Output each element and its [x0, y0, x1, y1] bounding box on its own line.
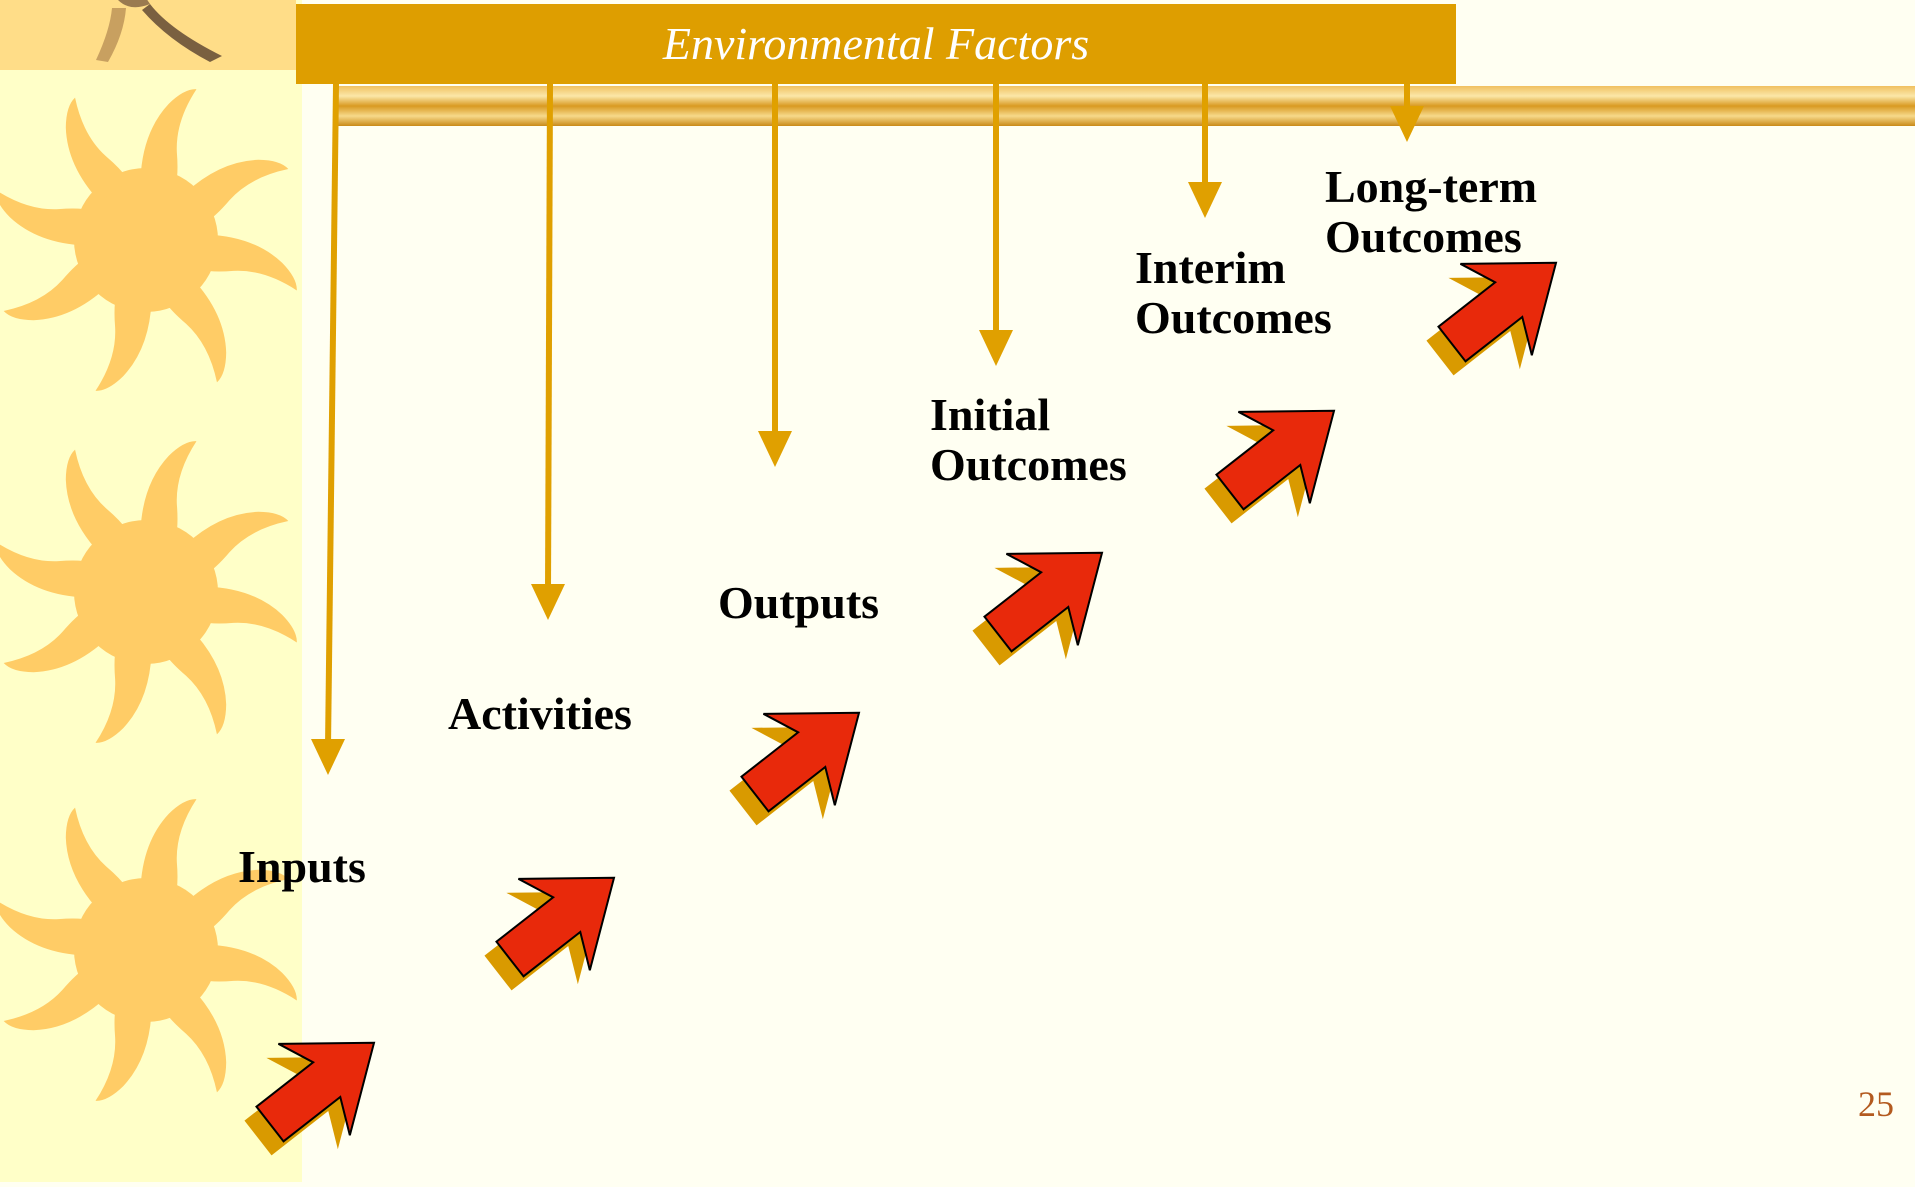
diagonal-arrow-icon	[729, 711, 861, 826]
connector-arrow	[1390, 84, 1424, 142]
connector-arrow	[531, 83, 565, 620]
stage-label-line: Interim	[1135, 242, 1286, 293]
stage-label-line: Inputs	[238, 841, 366, 892]
diagonal-arrow-icon	[972, 551, 1104, 666]
stage-label-line: Outcomes	[1325, 211, 1522, 262]
stage-label-line: Outcomes	[930, 439, 1127, 490]
stage-label-interim-outcomes: Interim Outcomes	[1135, 243, 1332, 343]
stage-label-activities: Activities	[448, 689, 632, 739]
sun-icon	[0, 441, 297, 743]
stage-label-long-term-outcomes: Long-term Outcomes	[1325, 162, 1537, 262]
diagonal-arrow-icon	[1204, 409, 1336, 524]
stage-label-initial-outcomes: Initial Outcomes	[930, 390, 1127, 490]
diagonal-arrow-icon	[1426, 261, 1558, 376]
tree-icon	[96, 0, 222, 62]
connector-arrow	[979, 84, 1013, 366]
sun-icon	[0, 89, 297, 391]
stage-label-line: Outputs	[718, 577, 880, 628]
environmental-factors-header: Environmental Factors	[296, 4, 1456, 84]
stage-label-line: Long-term	[1325, 161, 1538, 212]
stage-label-line: Initial	[930, 389, 1051, 440]
connector-arrow	[311, 83, 345, 775]
connector-arrow	[758, 84, 792, 467]
stage-label-line: Outcomes	[1135, 292, 1332, 343]
diagonal-arrow-icon	[484, 876, 616, 991]
diagonal-arrow-icon	[244, 1041, 376, 1156]
connector-arrow	[1188, 84, 1222, 218]
sun-icon	[0, 799, 297, 1101]
stage-label-outputs: Outputs	[718, 578, 879, 628]
stage-label-inputs: Inputs	[238, 842, 366, 892]
stage-label-line: Activities	[448, 688, 632, 739]
page-number: 25	[1858, 1084, 1894, 1124]
environment-bar	[334, 86, 1915, 126]
